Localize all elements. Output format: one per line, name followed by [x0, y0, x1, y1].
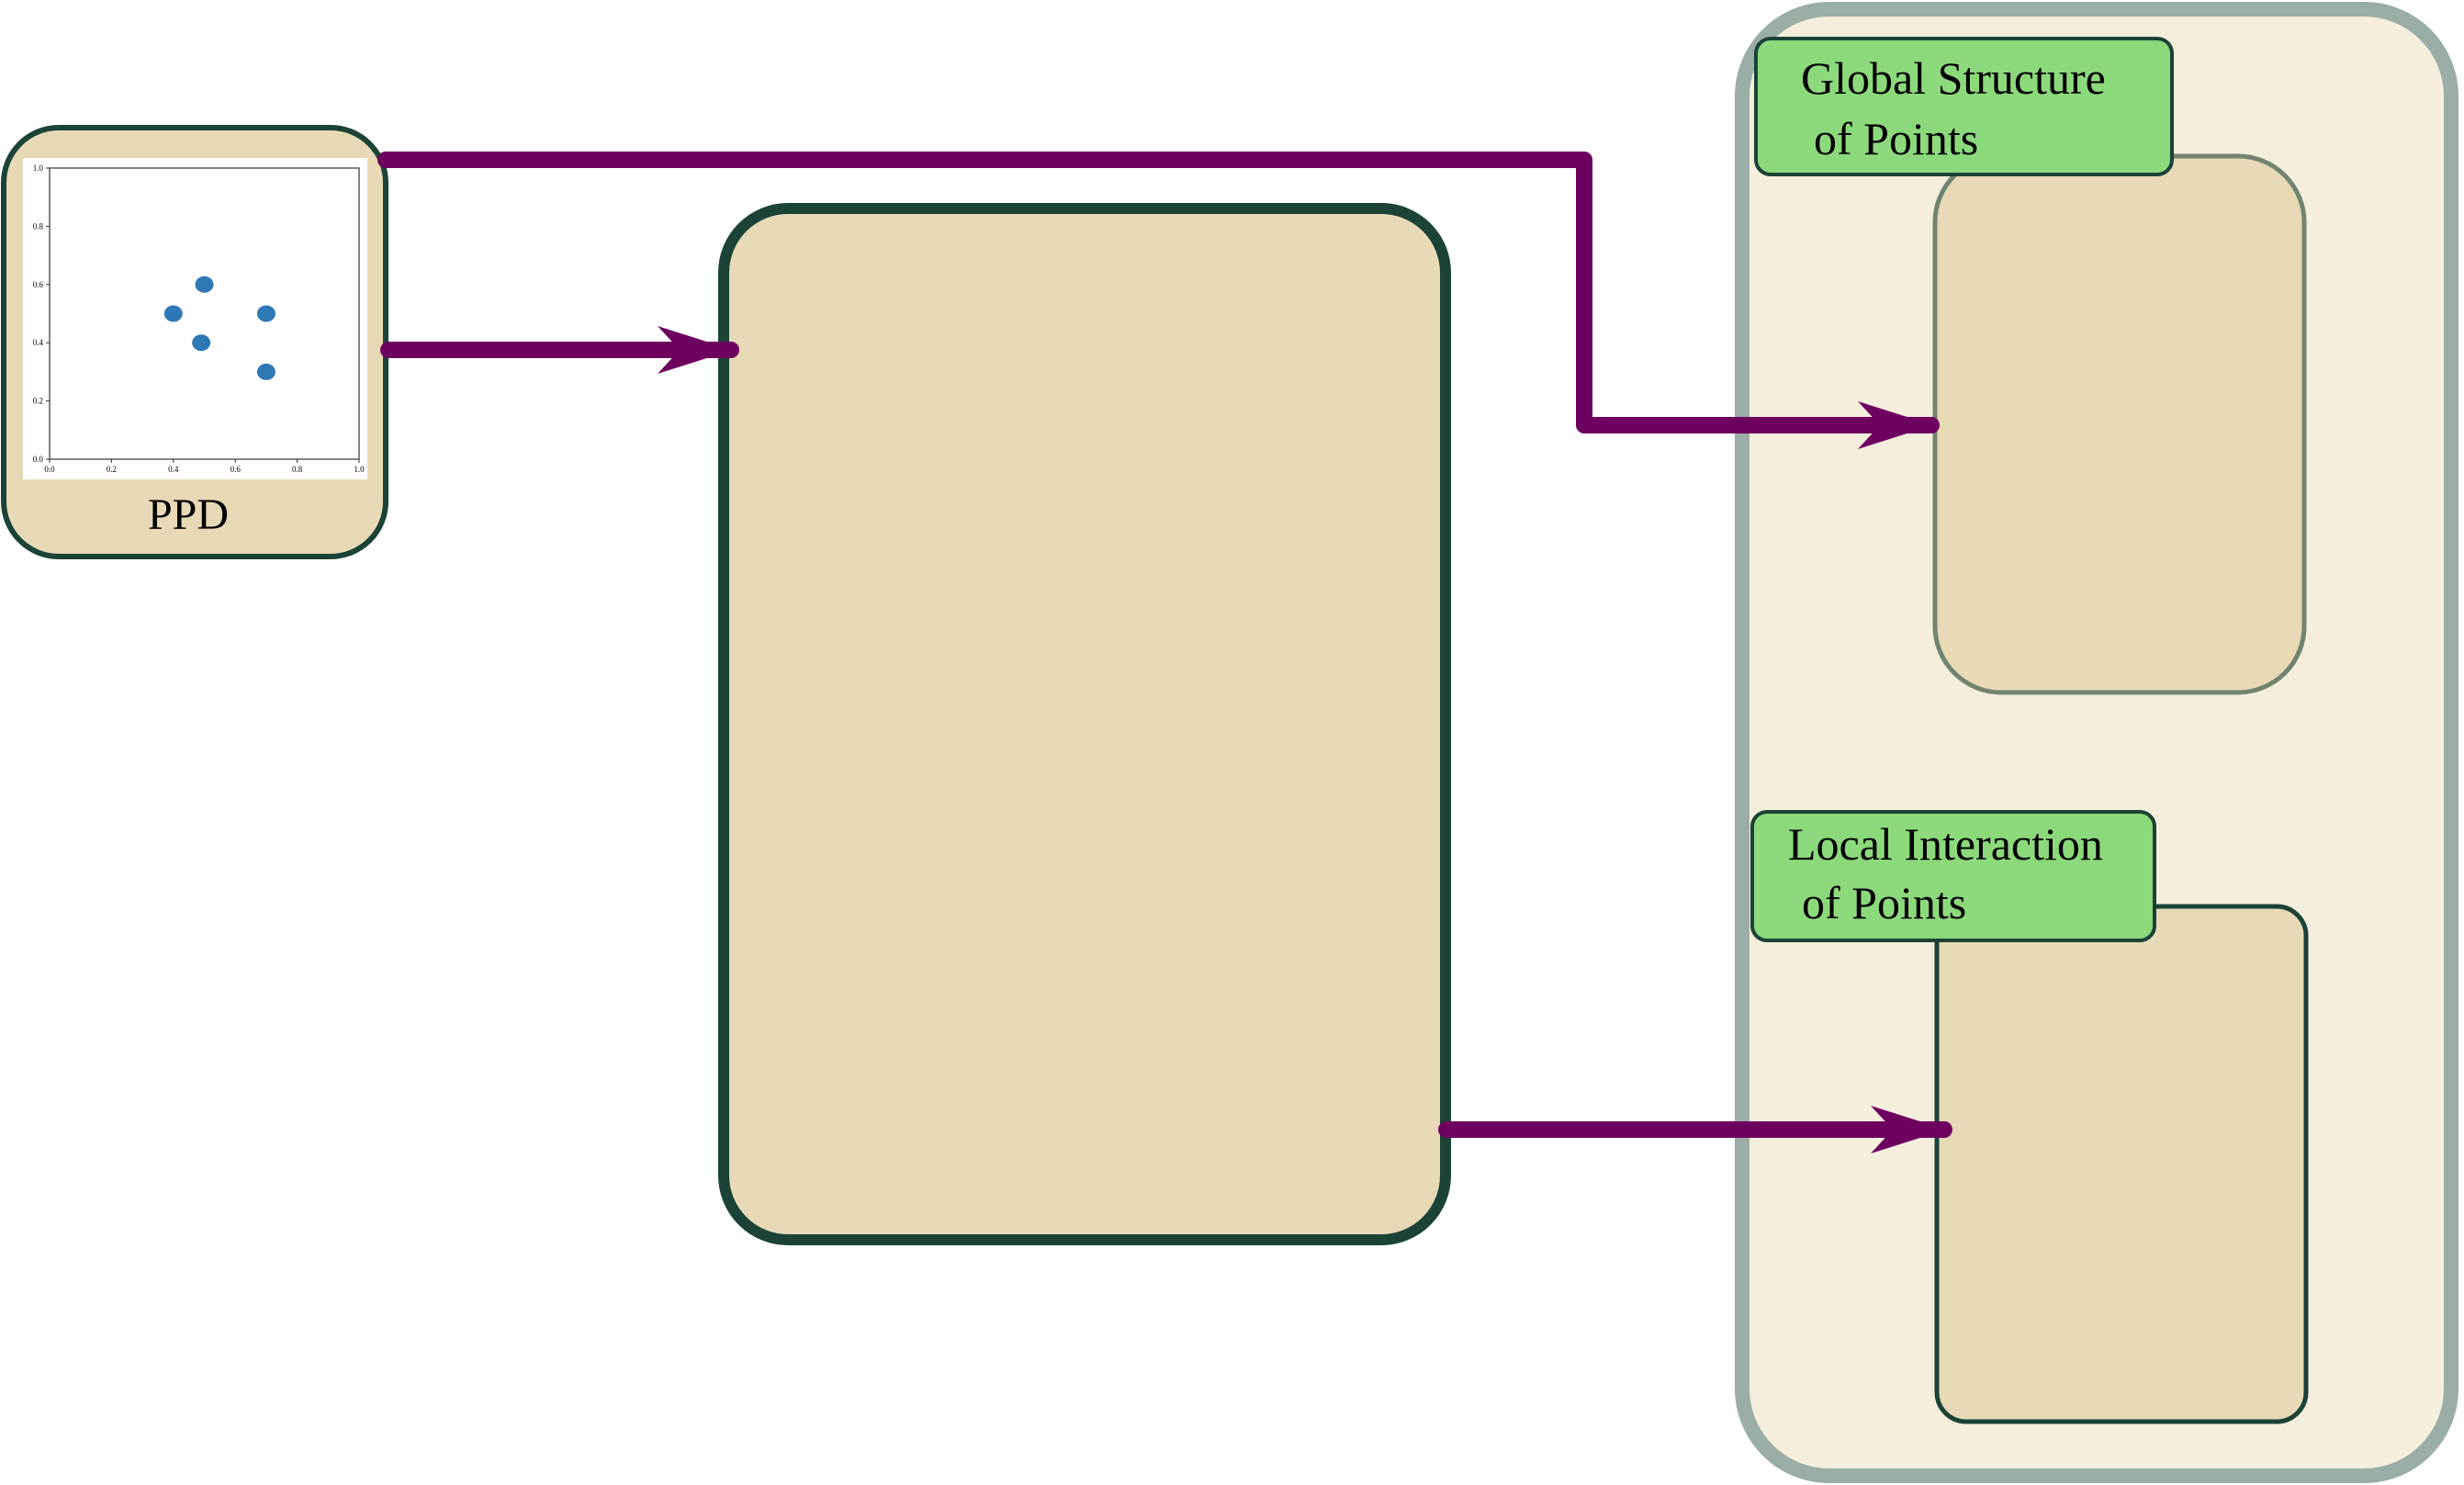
- scatter-point: [195, 276, 214, 293]
- ppd-plot-background: [23, 158, 367, 479]
- ppd-panel: 0.0 0.2 0.4 0.6 0.8 1.0 0.0 0.2 0.4 0.6 0.8 1.0 PPD: [1, 125, 388, 559]
- y-tick-label: 0.8: [33, 221, 44, 231]
- global-structure-panel: [1932, 153, 2307, 695]
- scatter-point: [163, 305, 183, 322]
- ppd-plot-axes-frame: [49, 167, 360, 460]
- y-tick-label: 0.4: [33, 338, 44, 347]
- x-tick-label: 0.0: [44, 465, 55, 474]
- x-tick-label: 0.6: [231, 465, 242, 474]
- y-tick-label: 0.6: [33, 280, 44, 289]
- global-structure-label-line1: Global Structure: [1801, 52, 2106, 104]
- scatter-point: [256, 363, 276, 380]
- ppd-label: PPD: [148, 490, 229, 539]
- x-tick-label: 0.8: [292, 465, 303, 474]
- global-structure-label: Global Structure of Points: [1754, 37, 2174, 176]
- local-interaction-label: Local Interaction of Points: [1750, 810, 2156, 942]
- scatter-point: [192, 334, 211, 352]
- x-tick-label: 0.4: [168, 465, 179, 474]
- local-interaction-label-line1: Local Interaction: [1788, 818, 2103, 870]
- local-interaction-label-box: [1750, 810, 2156, 942]
- local-interaction-label-line2: of Points: [1802, 877, 1966, 928]
- ppd-plot-ticks: 0.0 0.2 0.4 0.6 0.8 1.0 0.0 0.2 0.4 0.6 0.8 1.0: [33, 163, 365, 474]
- x-tick-label: 0.2: [107, 465, 117, 474]
- y-tick-label: 0.0: [33, 455, 44, 464]
- ppd-plot-points: [163, 276, 276, 380]
- local-interaction-panel: [1934, 904, 2309, 1424]
- y-tick-label: 1.0: [33, 163, 44, 173]
- x-tick-label: 1.0: [354, 465, 365, 474]
- encoder-panel: [718, 203, 1451, 1245]
- global-structure-label-line2: of Points: [1814, 113, 1978, 164]
- arrow-ppd-to-global: [377, 152, 1940, 449]
- global-structure-label-box: [1754, 37, 2174, 176]
- y-tick-label: 0.2: [33, 397, 43, 406]
- scatter-point: [256, 305, 276, 322]
